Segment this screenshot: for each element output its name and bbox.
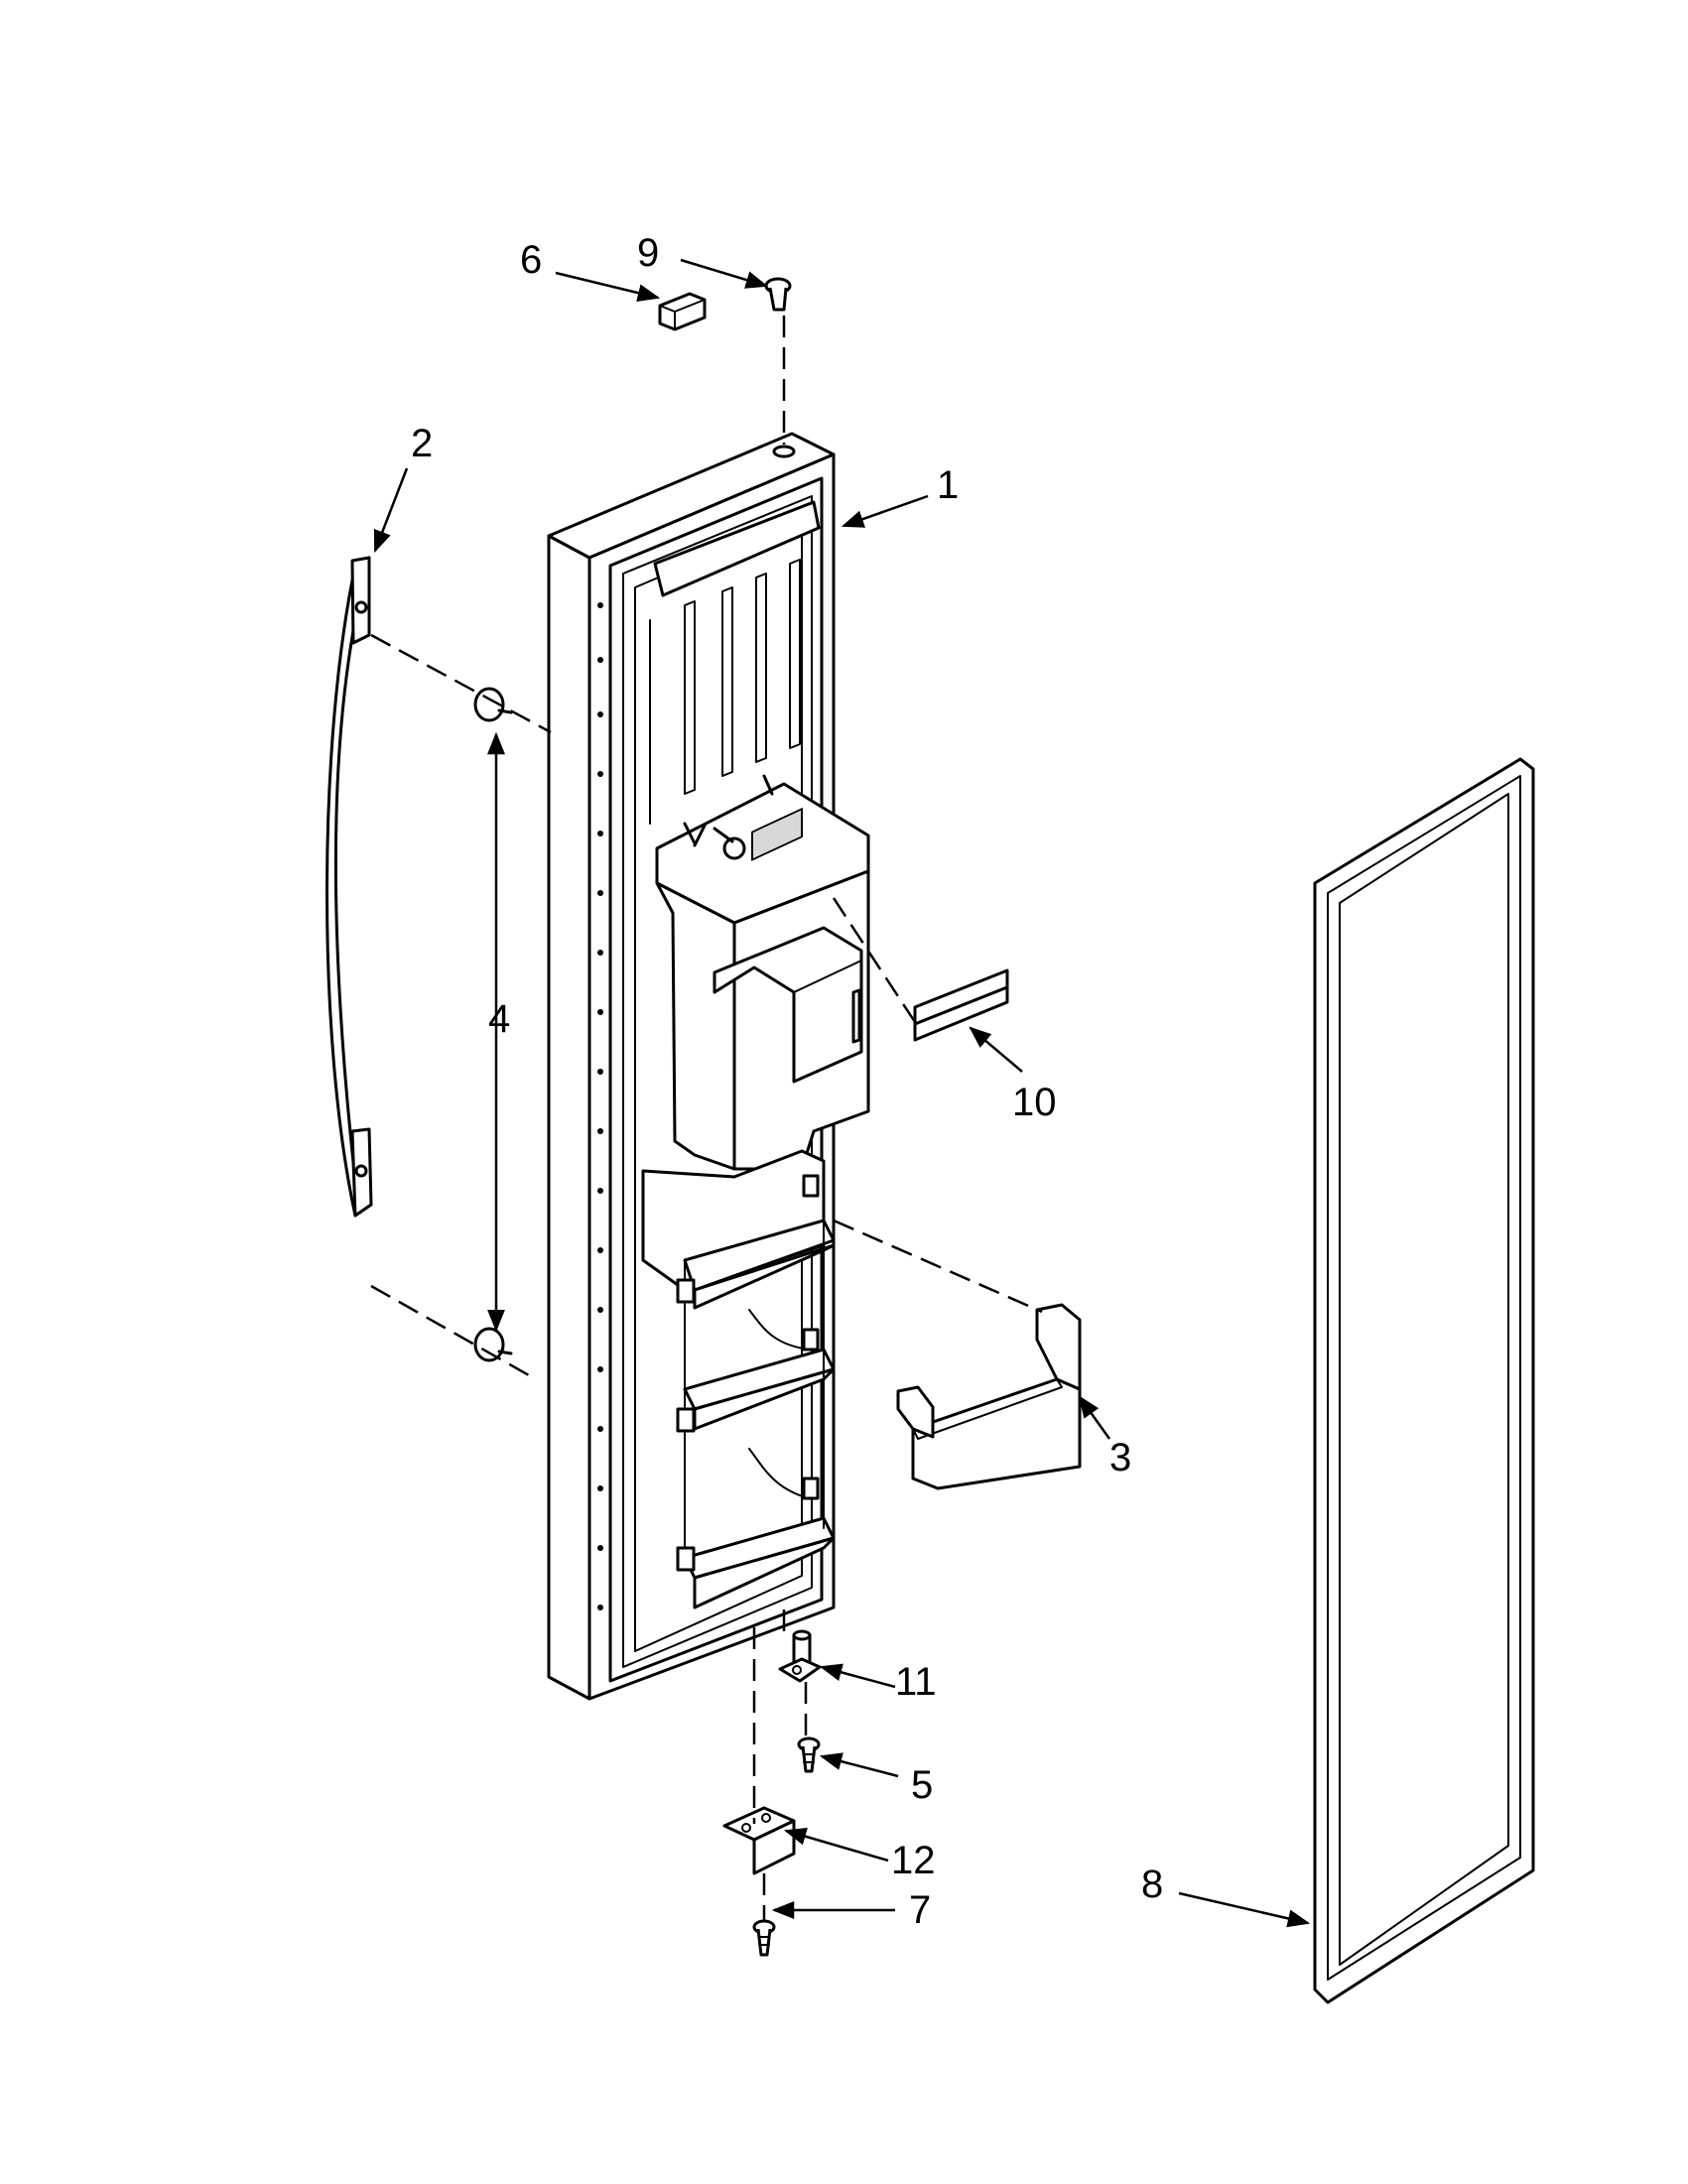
door-assembly	[547, 432, 870, 1701]
dispenser-housing	[655, 782, 870, 1171]
callout-8: 8	[1141, 1863, 1163, 1906]
hinge-screw	[797, 1736, 821, 1773]
door-lower-bins	[641, 1149, 836, 1609]
bottom-hinge-bracket	[722, 1806, 796, 1875]
door-side-fastener-dots	[597, 602, 603, 1610]
door-cam-part	[658, 292, 707, 331]
assembly-lines	[370, 316, 1043, 1920]
callout-11: 11	[895, 1660, 937, 1704]
handle-screw-lower	[473, 1327, 513, 1362]
callout-5: 5	[911, 1763, 933, 1807]
lower-hinge-pin	[778, 1629, 822, 1683]
hinge-bushing	[764, 277, 792, 312]
door-gasket	[1313, 757, 1535, 2004]
callout-4: 4	[488, 997, 510, 1041]
bracket-screw	[752, 1919, 776, 1957]
callout-12: 12	[891, 1839, 936, 1882]
callout-9: 9	[637, 231, 659, 275]
door-bin	[896, 1303, 1082, 1490]
door-liner-ribs	[649, 559, 801, 825]
callout-3: 3	[1109, 1436, 1131, 1479]
callout-labels: 1 2 3 4 5 6 7 8 9 10 11 12	[411, 231, 1163, 1932]
leader-arrows	[373, 258, 1311, 1928]
callout-1: 1	[937, 463, 959, 507]
callout-2: 2	[411, 422, 433, 465]
callout-7: 7	[909, 1888, 931, 1932]
callout-6: 6	[520, 238, 542, 282]
dispenser-trim-strip	[913, 968, 1009, 1042]
handle-screw-upper	[473, 687, 513, 722]
door-handle	[325, 556, 373, 1218]
callout-10: 10	[1012, 1081, 1057, 1124]
